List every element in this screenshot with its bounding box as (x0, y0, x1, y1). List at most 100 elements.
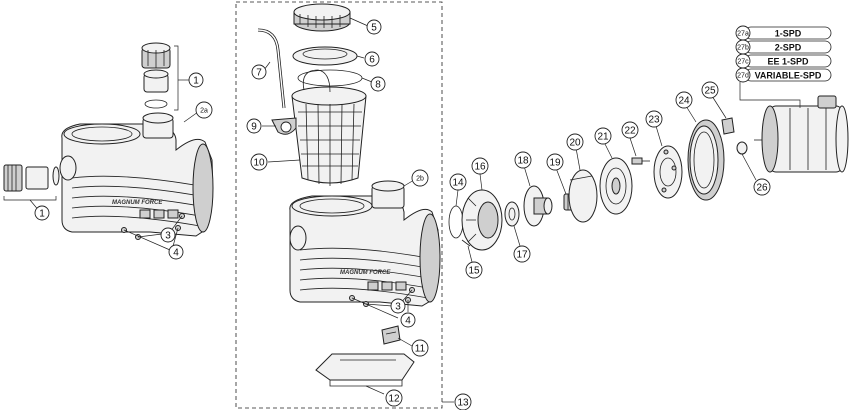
callout-20: 20 (566, 133, 584, 151)
lid-ring (293, 3, 351, 32)
svg-text:1: 1 (193, 76, 199, 87)
svg-text:7: 7 (256, 68, 262, 79)
svg-text:19: 19 (549, 158, 561, 169)
svg-text:17: 17 (516, 250, 528, 261)
clamp-clip (721, 117, 735, 135)
callout-19: 19 (546, 153, 564, 171)
callout-4-left: 4 (168, 244, 184, 260)
callout-15: 15 (465, 261, 483, 279)
callout-3-left: 3 (160, 227, 176, 243)
svg-text:11: 11 (415, 344, 426, 355)
legend-code: 27d (737, 73, 749, 80)
svg-text:15: 15 (468, 266, 480, 277)
callout-6: 6 (364, 51, 380, 67)
diffuser-o-ring (448, 205, 464, 239)
legend-row-27c: 27c EE 1-SPD (735, 53, 832, 69)
callout-9: 9 (246, 118, 262, 134)
pump-base (315, 353, 415, 387)
callout-22: 22 (621, 121, 639, 139)
legend-row-27d: 27d VARIABLE-SPD (735, 67, 832, 83)
svg-text:4: 4 (405, 316, 411, 327)
callout-26: 26 (753, 178, 771, 196)
impeller-seal (504, 201, 520, 227)
svg-text:9: 9 (251, 122, 257, 133)
svg-text:23: 23 (648, 115, 660, 126)
diffuser-screw (461, 239, 471, 247)
impeller (523, 185, 553, 227)
union-fitting-left (3, 164, 60, 201)
svg-text:12: 12 (388, 394, 400, 405)
svg-text:5: 5 (371, 23, 377, 34)
legend-code: 27c (737, 59, 749, 66)
callout-24: 24 (675, 91, 693, 109)
svg-text:21: 21 (597, 132, 609, 143)
clamp-ring (687, 119, 725, 201)
pump-housing-left: MAGNUM FORCE (59, 112, 214, 237)
svg-text:10: 10 (253, 158, 265, 169)
legend-label: VARIABLE-SPD (755, 71, 822, 81)
callout-18: 18 (514, 151, 532, 169)
callout-8: 8 (370, 76, 386, 92)
callout-25: 25 (701, 81, 719, 99)
motor-legend: 27a 1-SPD 27b 2-SPD 27c EE 1-SPD 27d VAR… (735, 25, 832, 108)
seal-plate (568, 169, 598, 223)
strainer-assembly-box (235, 1, 443, 409)
motor (754, 95, 849, 173)
svg-text:18: 18 (517, 156, 529, 167)
strainer-basket (291, 69, 367, 186)
callout-2b: 2b (411, 169, 429, 187)
svg-text:25: 25 (704, 86, 716, 97)
callout-1-left: 1 (34, 205, 50, 221)
callout-3-center: 3 (390, 298, 406, 314)
brand-mark-left: MAGNUM FORCE (112, 200, 163, 206)
svg-text:13: 13 (457, 398, 469, 409)
svg-text:2a: 2a (200, 108, 208, 115)
callout-10: 10 (250, 153, 268, 171)
callout-7: 7 (251, 64, 267, 80)
svg-text:2b: 2b (416, 176, 424, 183)
legend-row-27a: 27a 1-SPD (735, 25, 832, 41)
callout-21: 21 (594, 127, 612, 145)
svg-text:4: 4 (173, 248, 179, 259)
brand-mark-center: MAGNUM FORCE (340, 270, 391, 276)
callout-23: 23 (645, 110, 663, 128)
legend-label: 2-SPD (775, 43, 802, 53)
callout-2a: 2a (195, 101, 213, 119)
legend-code: 27a (737, 31, 749, 38)
svg-text:1: 1 (39, 209, 45, 220)
leader-lines (29, 17, 757, 403)
svg-text:26: 26 (756, 183, 768, 194)
callout-1-top: 1 (188, 72, 204, 88)
union-fitting-top (141, 42, 179, 111)
svg-text:20: 20 (569, 138, 581, 149)
strainer-lid (292, 46, 358, 66)
diffuser (461, 189, 503, 251)
callout-12: 12 (385, 389, 403, 407)
spring-clip (381, 325, 401, 345)
callout-5: 5 (366, 19, 382, 35)
svg-text:22: 22 (624, 126, 636, 137)
callout-17: 17 (513, 245, 531, 263)
svg-text:6: 6 (369, 55, 375, 66)
callout-4-center: 4 (400, 312, 416, 328)
callout-13: 13 (454, 393, 472, 410)
legend-label: EE 1-SPD (767, 57, 809, 67)
legend-row-27b: 27b 2-SPD (735, 39, 832, 55)
callout-11: 11 (411, 339, 429, 357)
svg-text:16: 16 (474, 162, 486, 173)
mounting-bolt (631, 157, 650, 165)
basket-clip (271, 117, 297, 135)
mounting-plate (599, 157, 633, 215)
callout-14: 14 (449, 173, 467, 191)
svg-text:24: 24 (678, 96, 690, 107)
shaft-washer (736, 141, 748, 155)
svg-text:3: 3 (165, 231, 171, 242)
svg-text:14: 14 (452, 178, 464, 189)
pump-housing-center: MAGNUM FORCE (289, 180, 441, 307)
svg-text:8: 8 (375, 80, 381, 91)
legend-code: 27b (737, 45, 749, 52)
legend-label: 1-SPD (775, 29, 802, 39)
motor-bracket (653, 145, 683, 199)
